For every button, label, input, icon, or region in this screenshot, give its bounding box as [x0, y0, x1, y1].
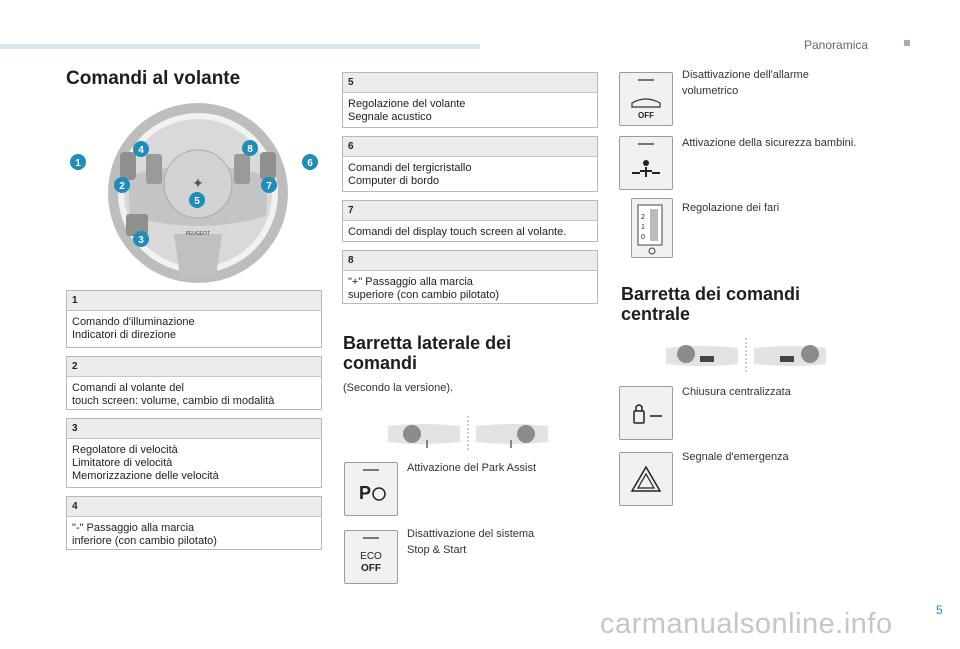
svg-text:1: 1 — [641, 224, 645, 231]
info-box-number: 1 — [67, 291, 321, 311]
callout-6: 6 — [302, 154, 318, 170]
hazard-icon — [630, 465, 662, 492]
side-panel-diagram — [388, 416, 548, 452]
eco-off-button[interactable]: ECO OFF — [344, 530, 398, 584]
info-line: Regolatore di velocità — [72, 444, 178, 456]
section-marker — [904, 40, 910, 46]
svg-text:4: 4 — [138, 145, 144, 156]
svg-text:0: 0 — [641, 234, 645, 241]
park-assist-label: Attivazione del Park Assist — [407, 462, 537, 474]
info-line: inferiore (con cambio pilotato) — [72, 535, 217, 547]
svg-text:2: 2 — [641, 214, 645, 221]
page-title: Comandi al volante — [66, 68, 241, 89]
info-line: Limitatore di velocità — [72, 457, 173, 469]
park-assist-button[interactable]: P — [344, 462, 398, 516]
callout-7: 7 — [261, 177, 277, 193]
info-line: "+" Passaggio alla marcia — [348, 276, 473, 288]
svg-text:3: 3 — [138, 235, 144, 246]
central-lock-label: Chiusura centralizzata — [682, 386, 791, 398]
info-box-7: 7 Comandi del display touch screen al vo… — [342, 200, 598, 242]
info-line: superiore (con cambio pilotato) — [348, 289, 500, 301]
info-box-number: 8 — [343, 251, 597, 271]
info-line: touch screen: volume, cambio di modalità — [72, 395, 275, 407]
hazard-label: Segnale d'emergenza — [682, 451, 789, 463]
central-lock-icon — [633, 404, 662, 424]
callout-2: 2 — [114, 177, 130, 193]
info-box-number: 3 — [67, 419, 321, 439]
callout-8: 8 — [242, 140, 258, 156]
watermark: carmanualsonline.info — [600, 608, 893, 640]
svg-text:1: 1 — [75, 158, 81, 169]
svg-text:7: 7 — [266, 181, 272, 192]
svg-text:✦: ✦ — [192, 175, 204, 191]
info-box-number: 7 — [343, 201, 597, 221]
svg-text:OFF: OFF — [361, 563, 381, 574]
page-number: 5 — [936, 603, 943, 617]
info-box-number: 2 — [67, 357, 321, 377]
info-line: Regolazione del volante — [348, 98, 466, 110]
center-panel-diagram — [666, 338, 826, 374]
svg-text:5: 5 — [194, 196, 200, 207]
child-lock-label: Attivazione della sicurezza bambini. — [682, 137, 857, 149]
info-line: Comandi al volante del — [72, 382, 184, 394]
alarm-off-icon: OFF — [631, 79, 661, 120]
version-note: (Secondo la versione). — [343, 382, 454, 394]
svg-text:PEUGEOT: PEUGEOT — [186, 231, 210, 237]
child-lock-button[interactable] — [619, 136, 673, 190]
hazard-button[interactable] — [619, 452, 673, 506]
callout-5: 5 — [189, 192, 205, 208]
headlamp-adjust-icon: 2 1 0 — [637, 204, 663, 255]
alarm-off-button[interactable]: OFF — [619, 72, 673, 126]
info-line: Memorizzazione delle velocità — [72, 470, 219, 482]
svg-text:6: 6 — [307, 158, 313, 169]
svg-text:2: 2 — [119, 181, 125, 192]
info-line: Computer di bordo — [348, 175, 440, 187]
info-box-number: 5 — [343, 73, 597, 93]
callout-layer: 1 2 3 4 5 6 7 8 — [70, 140, 318, 247]
svg-text:ECO: ECO — [360, 551, 382, 562]
svg-text:8: 8 — [247, 144, 253, 155]
info-box-number: 6 — [343, 137, 597, 157]
header-rule — [0, 44, 480, 49]
svg-text:P: P — [359, 483, 371, 503]
callout-4: 4 — [133, 141, 149, 157]
callout-3: 3 — [133, 231, 149, 247]
svg-text:OFF: OFF — [638, 111, 654, 120]
park-assist-icon: P — [359, 469, 386, 503]
info-line: Comandi del tergicristallo — [348, 162, 472, 174]
eco-off-icon: ECO OFF — [360, 537, 382, 574]
section-name: Panoramica — [804, 38, 869, 52]
info-line: Indicatori di direzione — [72, 329, 176, 341]
info-line: Comandi del display touch screen al vola… — [348, 226, 567, 238]
headlamp-adjust-control[interactable]: 2 1 0 — [631, 198, 673, 258]
headlamp-adjust-label: Regolazione dei fari — [682, 202, 780, 214]
info-line: "-" Passaggio alla marcia — [72, 522, 195, 534]
callout-1: 1 — [70, 154, 86, 170]
central-lock-button[interactable] — [619, 386, 673, 440]
child-lock-icon — [632, 143, 660, 177]
info-line: Segnale acustico — [348, 111, 432, 123]
info-box-number: 4 — [67, 497, 321, 517]
info-line: Comando d'illuminazione — [72, 316, 195, 328]
